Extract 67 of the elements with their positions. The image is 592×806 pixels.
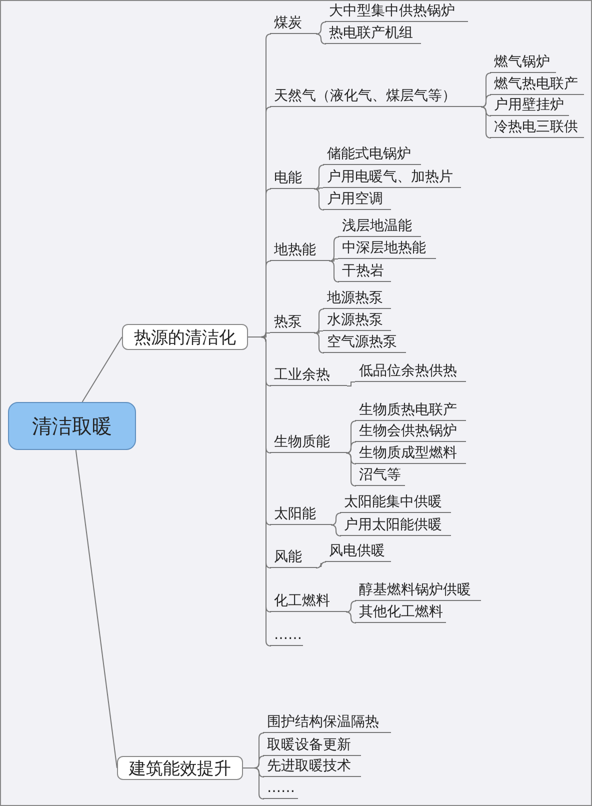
branch-label: 空气源热泵: [323, 331, 406, 353]
branch-label: 太阳能: [270, 503, 332, 525]
connector-line: [314, 332, 324, 354]
connector-line: [480, 106, 492, 138]
connector-line: [480, 94, 492, 108]
branch-label: 户用电暖气、加热片: [323, 166, 461, 188]
branch-label: 户用空调: [323, 188, 391, 210]
topic-box: 清洁取暖: [8, 402, 136, 450]
connector-line: [314, 188, 324, 190]
connector-line: [330, 258, 338, 262]
connector-line: [346, 452, 356, 486]
connector-line: [314, 330, 324, 334]
branch-label: 生物质能: [270, 431, 347, 453]
connector-line: [316, 22, 326, 34]
branch-label: 生物质热电联产: [355, 399, 466, 421]
connector-line: [314, 188, 324, 210]
branch-label: 浅层地温能: [338, 215, 421, 237]
connector-line: [316, 34, 326, 44]
branch-label: 沼气等: [355, 464, 405, 486]
connector-line: [82, 336, 122, 402]
connector-line: [316, 562, 326, 568]
connector-line: [314, 308, 324, 334]
branch-label: 风电供暖: [325, 540, 391, 562]
branch-label: 户用太阳能供暖: [340, 514, 451, 536]
connector-line: [346, 382, 356, 386]
branch-label: 大中型集中供热锅炉: [325, 1, 468, 22]
branch-label: 生物质成型燃料: [355, 442, 466, 464]
connector-line: [75, 450, 118, 768]
subtopic-box: 热源的清洁化: [122, 324, 248, 350]
branch-label: 电能: [270, 167, 315, 189]
branch-label: 燃气锅炉: [490, 51, 556, 73]
branch-label: 低品位余热供热: [355, 360, 466, 382]
branch-label: 热电联产机组: [325, 22, 421, 44]
branch-label: 中深层地热能: [338, 237, 436, 259]
branch-label: 其他化工燃料: [355, 601, 446, 623]
branch-label: 冷热电三联供: [490, 116, 584, 138]
connector-line: [346, 612, 356, 624]
branch-label: 风能: [270, 546, 317, 568]
connector-line: [328, 260, 340, 282]
branch-label: 水源热泵: [323, 309, 391, 331]
branch-label: 化工燃料: [270, 590, 347, 612]
branch-label: 太阳能集中供暖: [340, 491, 451, 513]
branch-label: 取暖设备更新: [263, 734, 361, 756]
branch-label: 燃气热电联产: [490, 73, 584, 95]
branch-label: 围护结构保温隔热: [263, 711, 391, 733]
branch-label: 先进取暖技术: [263, 755, 361, 777]
branch-label: 工业余热: [270, 364, 347, 386]
branch-label: ……: [263, 777, 298, 799]
branch-label: 地热能: [270, 239, 330, 261]
branch-label: 醇基燃料锅炉供暖: [355, 579, 481, 601]
connector-line: [346, 600, 356, 612]
branch-label: 干热岩: [338, 260, 391, 282]
connector-line: [330, 524, 342, 536]
branch-label: ……: [270, 624, 303, 646]
branch-label: 煤炭: [270, 12, 317, 34]
branch-label: 储能式电锅炉: [323, 143, 421, 165]
connector-line: [242, 768, 264, 800]
branch-label: 地源热泵: [323, 287, 391, 309]
connector-line: [328, 236, 340, 262]
branch-label: 天然气（液化气、煤层气等）: [270, 85, 482, 107]
branch-label: 生物会供热锅炉: [355, 420, 466, 442]
connector-line: [346, 442, 356, 454]
branch-label: 户用壁挂炉: [490, 94, 569, 116]
branch-label: 热泵: [270, 311, 315, 333]
connector-line: [330, 512, 342, 526]
connector-line: [314, 164, 324, 190]
subtopic-box: 建筑能效提升: [117, 756, 243, 780]
